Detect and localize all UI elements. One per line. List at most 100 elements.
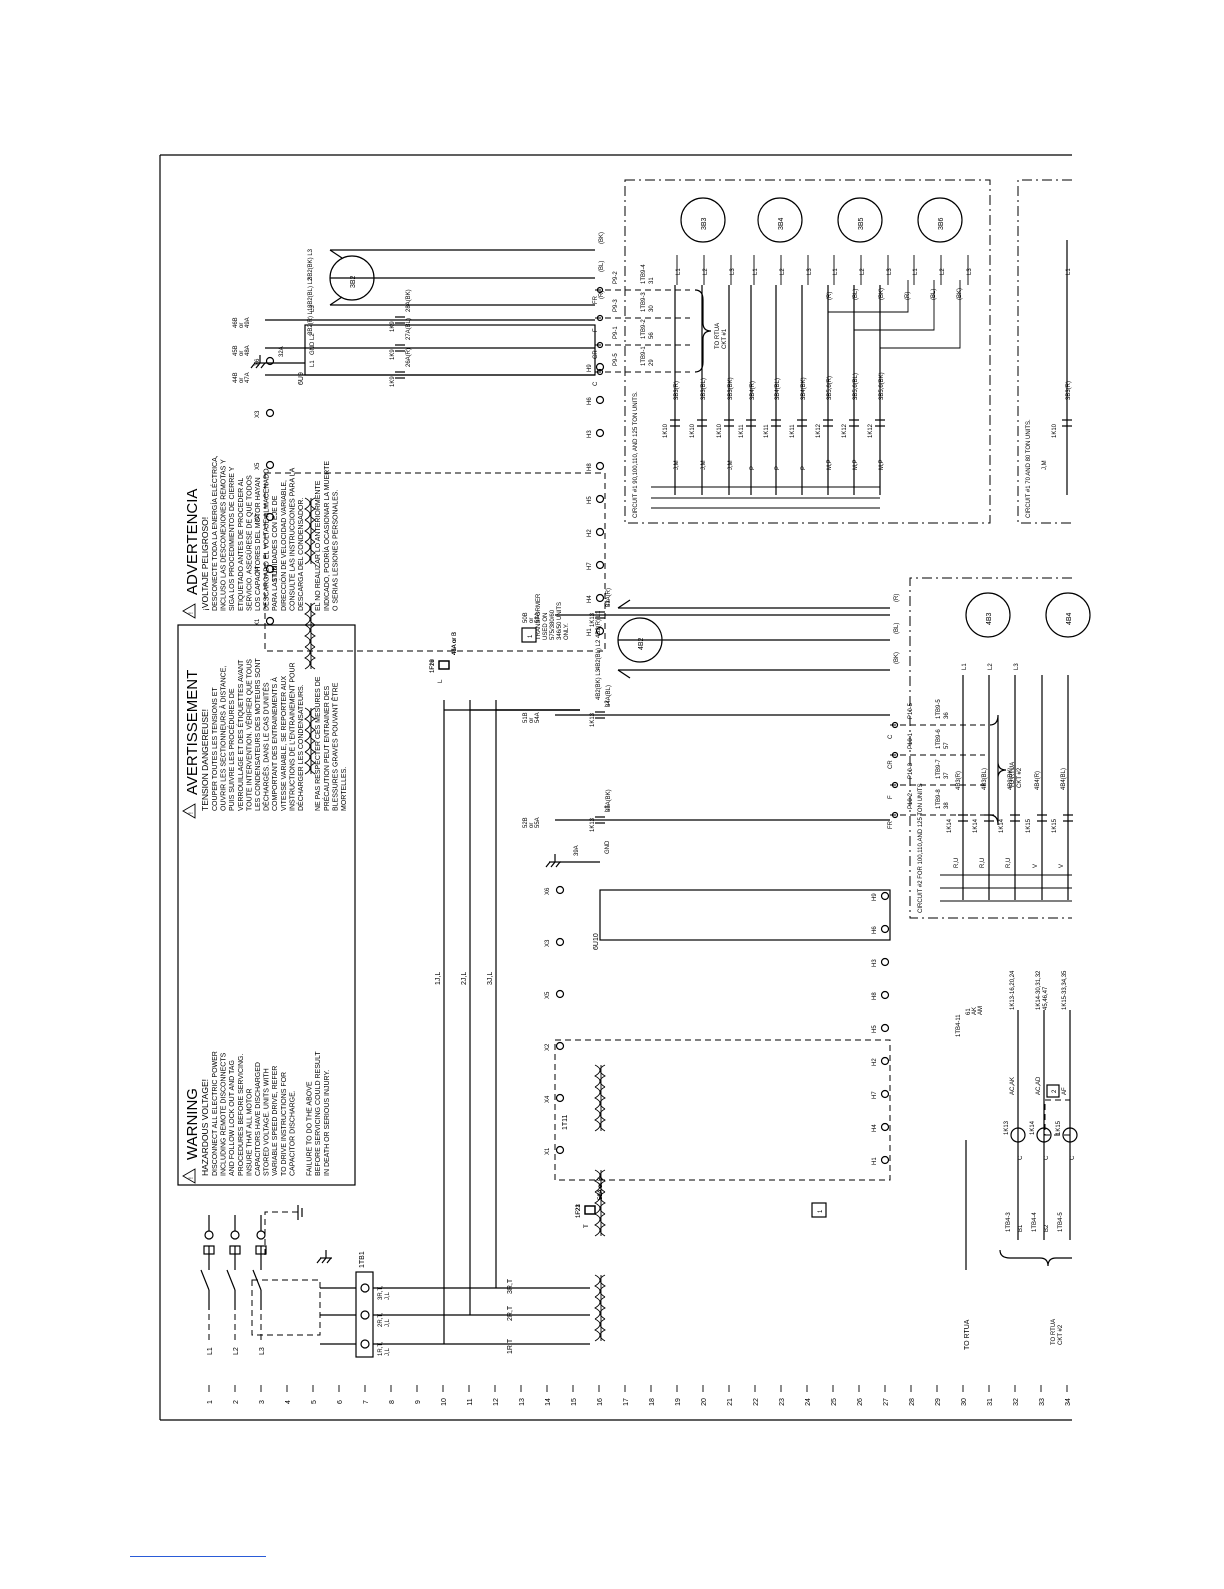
winding-coil — [594, 1213, 601, 1237]
ground-wire — [264, 1211, 298, 1255]
terminal — [555, 885, 565, 895]
color-code: (BL) — [894, 623, 900, 634]
text-line: TO RTUA — [1051, 1319, 1057, 1345]
terminal-tag: H1 — [587, 628, 593, 636]
note-number: 1 — [528, 634, 534, 638]
wire-number: 38 — [944, 802, 950, 809]
transformer-label: 1T11 — [562, 1114, 569, 1130]
terminal — [596, 368, 604, 376]
line-letter: L — [438, 679, 444, 683]
text-line: 54A — [535, 712, 541, 723]
terminal-tag: X1 — [255, 618, 261, 626]
color-code: (BK) — [599, 232, 605, 244]
warning-line-fr: COUPER TOUTES LES TENSIONS ET — [212, 687, 219, 811]
transformer-enclosure — [264, 472, 606, 652]
ground-hatch — [255, 362, 261, 369]
terminal — [595, 461, 605, 471]
coil-control: AC,AD — [1036, 1076, 1042, 1095]
plug-tag: P9-2 — [613, 271, 619, 284]
disconnect-blade — [200, 1269, 210, 1291]
ground-icon — [545, 854, 561, 868]
fuse-label: 1F22 — [576, 1204, 582, 1218]
row-number: 17 — [623, 1398, 630, 1406]
text-line: or — [529, 823, 535, 828]
motor-lead-tag: L2 — [703, 268, 709, 275]
row-number: 21 — [727, 1398, 734, 1406]
line-letter: T — [584, 1224, 590, 1228]
text-line: 50B — [523, 612, 529, 623]
row-number: 13 — [519, 1398, 526, 1406]
plug-tag: P10-1 — [908, 732, 914, 749]
contact-label: 1K10 — [690, 423, 696, 438]
terminal-tag: H3 — [872, 959, 878, 967]
circuit-1-small-units-panel: CIRCUIT #1 70 AND 80 TON UNITS.J,M1K103B… — [1017, 179, 1072, 524]
line-letter: T — [584, 1224, 590, 1228]
terminal — [891, 781, 899, 789]
ground-wire-label: 32A — [279, 346, 285, 357]
warning-subtitle-es: ¡VOLTAJE PELIGROSO! — [200, 517, 210, 611]
drive-terminal-tag: GND — [605, 840, 611, 854]
ground-hatch — [250, 362, 256, 369]
line-letter: L — [438, 679, 444, 683]
motor-lead-tag: L3 — [887, 268, 893, 275]
terminal-tag: H6 — [587, 397, 593, 405]
line-letter: T — [584, 1224, 590, 1228]
terminal-tag: H2 — [587, 529, 593, 537]
terminal-tag: X5 — [545, 991, 551, 999]
warning-line-fr: OUVRIR LES SECTIONNEURS À DISTANCE, — [219, 666, 228, 811]
contact-control: M,P — [827, 459, 833, 470]
control-terminal-tag: F — [888, 795, 894, 799]
wire-label: 3B3(R) — [1066, 381, 1072, 400]
warning-line-es: ETIQUETADO ANTES DE PROCEDER AL — [238, 478, 245, 611]
circuit-1-large-units-panel: CIRCUIT #1 90,100,110, AND 125 TON UNITS… — [624, 179, 991, 524]
coil-control: AF — [1062, 1087, 1068, 1095]
warning-line-es: DIRECCIÓN DE VELOCIDAD VARIABLE, — [279, 480, 288, 611]
motor-lead-label: 3B2(R) L1 — [308, 307, 314, 335]
ground-hatch — [326, 1257, 332, 1264]
text-line: J,L — [385, 1347, 391, 1356]
rtua-label: TO RTUA — [964, 1319, 971, 1350]
coil-label: 1K13 — [1004, 1120, 1010, 1135]
fuse-label: 1F23 — [576, 1204, 582, 1218]
coil-common: C — [1044, 1155, 1050, 1160]
terminal — [891, 751, 899, 759]
fuse-symbol — [584, 1205, 596, 1215]
contact-control: J,M — [674, 460, 680, 470]
tb-tag: 1TB9-3 — [641, 292, 647, 312]
warning-line-fr: INSTRUCTIONS DE L'ENTRAINEMENT POUR — [289, 662, 296, 811]
terminal-tag: H5 — [587, 496, 593, 504]
text-line: ONLY. — [564, 623, 570, 640]
ground-icon — [250, 355, 266, 369]
fuse-wire-label: 45A or B — [452, 632, 458, 655]
tap-label: 46Bor49A — [233, 317, 251, 328]
coil-reference-text: 1K13-16,20,24 — [1010, 970, 1016, 1010]
warning-title-fr: AVERTISSEMENT — [184, 670, 201, 795]
winding-coil — [594, 1108, 601, 1132]
row-number: 24 — [805, 1398, 812, 1406]
winding-coil — [304, 497, 311, 521]
row-number: 34 — [1065, 1398, 1072, 1406]
terminal — [265, 356, 275, 366]
terminal-tag: H2 — [872, 1058, 878, 1066]
wire-label: 3B4(R) — [750, 381, 756, 400]
parallel-jumper — [854, 280, 935, 331]
terminal-tag: X3 — [255, 410, 261, 418]
motor-lead-tag: L2 — [860, 268, 866, 275]
motor-connection — [617, 599, 631, 609]
row-number: 31 — [987, 1398, 994, 1406]
tb-tag: 1TB9-7 — [936, 759, 942, 779]
contact-label: 1K14 — [973, 818, 979, 833]
warning-line-en: FAILURE TO DO THE ABOVE — [307, 1081, 314, 1176]
terminal — [265, 616, 275, 626]
color-code: (BL) — [853, 289, 859, 300]
tap-label: 50Bor53A — [523, 612, 541, 623]
terminal — [265, 408, 275, 418]
motor-label: 3B2 — [350, 275, 357, 288]
warning-line-es: DESCARGADO EL VOLTAJE ALMACENADO. — [264, 466, 271, 611]
hazard-triangle-icon: ! — [182, 803, 196, 819]
text-line: 3R,T, — [378, 1286, 384, 1300]
wire-label: 26A(R) — [406, 348, 412, 367]
coil-common: C — [1070, 1155, 1076, 1160]
wire-label: 4B4(BL) — [1061, 768, 1067, 790]
contact-label: 1K15 — [1052, 818, 1058, 833]
